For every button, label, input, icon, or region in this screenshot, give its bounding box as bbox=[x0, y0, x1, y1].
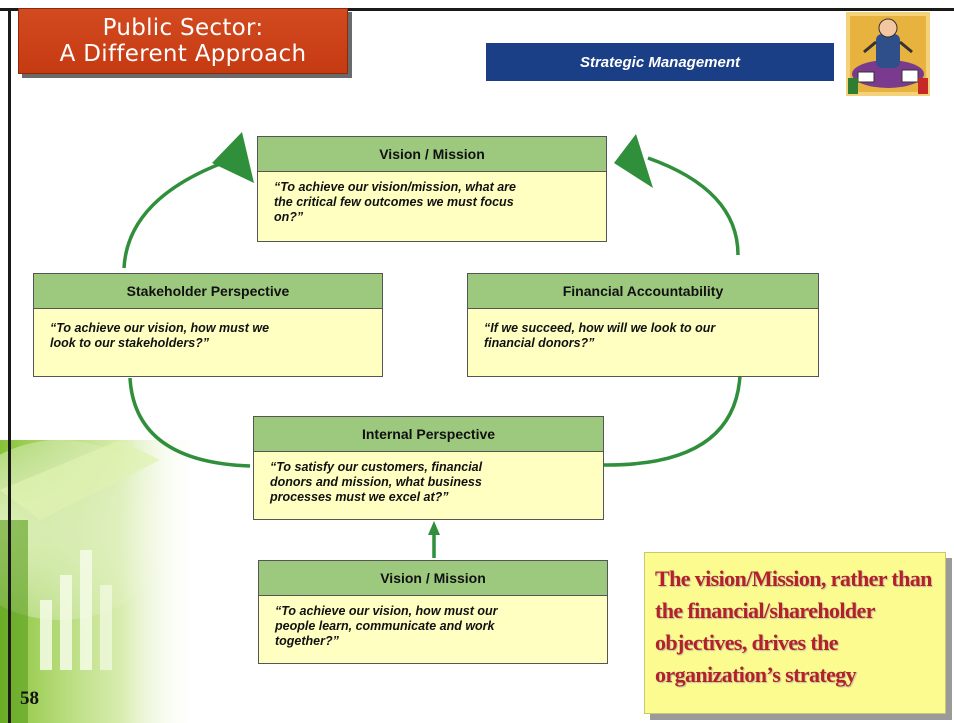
node-heading: Vision / Mission bbox=[258, 560, 608, 596]
node-stakeholder-perspective: Stakeholder Perspective “To achieve our … bbox=[33, 273, 383, 377]
arrow-stakeholder-to-vision bbox=[122, 156, 237, 269]
section-header: Strategic Management bbox=[486, 43, 834, 81]
node-question: “If we succeed, how will we look to our … bbox=[467, 309, 819, 377]
node-vision-mission-top: Vision / Mission “To achieve our vision/… bbox=[257, 136, 607, 242]
section-header-label: Strategic Management bbox=[579, 53, 741, 71]
node-heading: Internal Perspective bbox=[253, 416, 604, 452]
node-question: “To achieve our vision/mission, what are… bbox=[257, 172, 607, 242]
arrow-head-left bbox=[212, 132, 254, 183]
slide-title: Public Sector: A Different Approach bbox=[18, 8, 348, 74]
slide-title-line2: A Different Approach bbox=[59, 41, 307, 67]
node-question: “To achieve our vision, how must we look… bbox=[33, 309, 383, 377]
meeting-person-icon bbox=[846, 12, 930, 96]
arrow-head-up bbox=[428, 521, 440, 535]
arrow-financial-to-vision bbox=[647, 156, 740, 256]
node-question: “To achieve our vision, how must our peo… bbox=[258, 596, 608, 664]
arc-financial-to-internal bbox=[603, 374, 742, 467]
node-heading: Financial Accountability bbox=[467, 273, 819, 309]
node-heading: Stakeholder Perspective bbox=[33, 273, 383, 309]
strategy-callout: The vision/Mission, rather than the fina… bbox=[644, 552, 946, 714]
node-vision-mission-bottom: Vision / Mission “To achieve our vision,… bbox=[258, 560, 608, 664]
bar-chart-decoration bbox=[0, 440, 200, 723]
node-heading: Vision / Mission bbox=[257, 136, 607, 172]
arrow-head-right bbox=[614, 134, 653, 188]
strategy-callout-text: The vision/Mission, rather than the fina… bbox=[655, 566, 932, 687]
slide-title-line1: Public Sector: bbox=[102, 15, 264, 41]
page-number: 58 bbox=[20, 688, 39, 709]
arc-stakeholder-to-internal bbox=[128, 377, 251, 468]
node-question: “To satisfy our customers, financial don… bbox=[253, 452, 604, 520]
frame-left-rule bbox=[8, 8, 11, 723]
node-financial-accountability: Financial Accountability “If we succeed,… bbox=[467, 273, 819, 377]
node-internal-perspective: Internal Perspective “To satisfy our cus… bbox=[253, 416, 604, 520]
frame-top-rule bbox=[0, 8, 954, 11]
